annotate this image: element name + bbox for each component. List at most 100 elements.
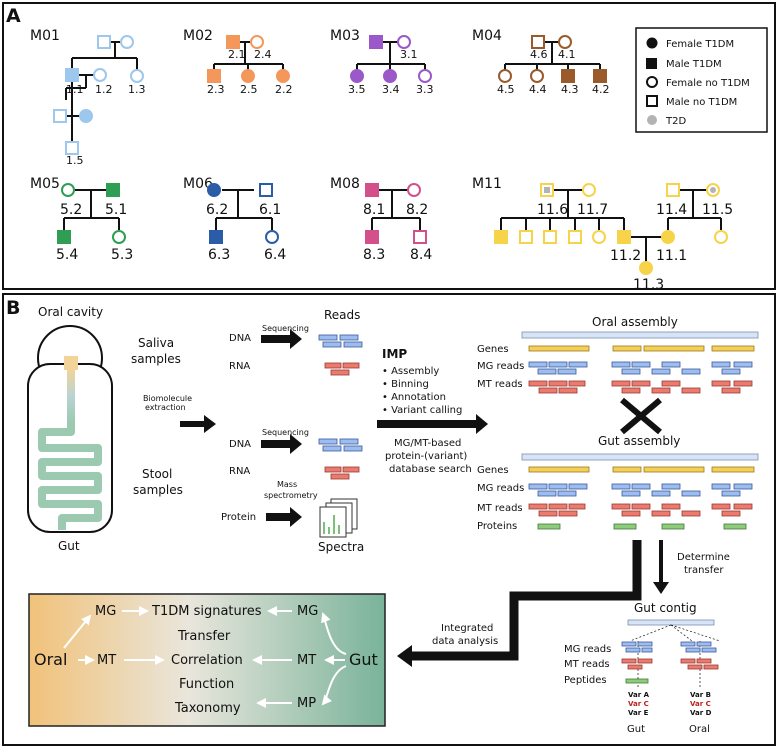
pedigree-m11: [500, 189, 722, 262]
imp-arrow: [377, 414, 488, 434]
contig-oral-label: Oral: [689, 724, 710, 735]
m02-label-2-3: 2.3: [207, 83, 225, 96]
analysis-mt-left: MT: [97, 653, 116, 668]
mass-spec-label-1: Mass: [277, 480, 297, 489]
gut-label: Gut: [58, 539, 80, 553]
m11-female-t1dm-11-1: [661, 230, 675, 244]
extraction-arrow: [180, 415, 216, 433]
family-m08-title: M08: [330, 176, 360, 192]
m01-female-no-t1dm-1-2: [93, 68, 107, 82]
gut-mt-reads-label: MT reads: [477, 503, 523, 514]
analysis-mg-left: MG: [95, 604, 116, 619]
analysis-item-t1dm-signatures: T1DM signatures: [151, 604, 262, 619]
var-oral-c: Var C: [690, 700, 711, 708]
imp-step-annotation: • Annotation: [382, 392, 446, 403]
oral-cavity-box: [64, 356, 78, 370]
m08-male-t1dm-8-1: [365, 183, 379, 197]
contig-gut-label: Gut: [627, 724, 645, 735]
analysis-oral: Oral: [34, 650, 67, 669]
m11-child-male-t1dm: [494, 230, 508, 244]
db-search-2: protein-(variant): [385, 451, 467, 462]
db-search-3: database search: [389, 464, 472, 475]
m04-label-4-1: 4.1: [558, 48, 576, 61]
family-m01-title: M01: [30, 28, 60, 44]
m04-female-no-t1dm-4-5: [498, 69, 512, 83]
imp-title: IMP: [382, 347, 407, 361]
legend-male-t1dm-icon: [646, 58, 657, 69]
pedigree-m01: [64, 41, 138, 146]
family-m02-title: M02: [183, 28, 213, 44]
m03-female-t1dm-3-5: [350, 69, 364, 83]
legend-female-no-t1dm-icon: [646, 76, 658, 88]
m06-label-6-1: 6.1: [259, 202, 281, 218]
spectra-icon: [319, 498, 358, 538]
mass-spec-label-2: spectrometry: [264, 491, 318, 500]
contig-mg-reads-label: MG reads: [564, 644, 611, 655]
m08-label-8-1: 8.1: [363, 202, 385, 218]
contig-fan-lines: [629, 624, 721, 688]
reads-title: Reads: [324, 308, 360, 322]
oral-mg-reads: [528, 361, 753, 375]
m06-male-no-t1dm-6-1: [259, 183, 273, 197]
m04-label-4-6: 4.6: [530, 48, 548, 61]
m11-label-11-1: 11.1: [656, 248, 687, 264]
m11-child-female-no-t1dm: [592, 230, 606, 244]
intestine: [38, 422, 102, 530]
m05-male-t1dm-5-4: [57, 230, 71, 244]
db-search-1: MG/MT-based: [394, 438, 461, 449]
saliva-rna-label: RNA: [229, 361, 250, 372]
family-m03-title: M03: [330, 28, 360, 44]
m04-male-t1dm-4-3: [561, 69, 575, 83]
m04-male-t1dm-4-2: [593, 69, 607, 83]
legend-male-t1dm: Male T1DM: [666, 59, 722, 70]
stool-dna-reads: [318, 438, 363, 452]
analysis-mg-right: MG: [297, 604, 318, 619]
analysis-item-function: Function: [179, 677, 234, 692]
m03-label-3-4: 3.4: [382, 83, 400, 96]
m04-label-4-2: 4.2: [592, 83, 610, 96]
legend-female-t1dm-icon: [646, 37, 658, 49]
m04-female-no-t1dm-4-1: [558, 35, 572, 49]
oral-genes-label: Genes: [477, 344, 509, 355]
m02-male-t1dm-2-3: [207, 69, 221, 83]
m08-label-8-4: 8.4: [410, 247, 432, 263]
m04-female-no-t1dm-4-4: [530, 69, 544, 83]
m04-label-4-4: 4.4: [529, 83, 547, 96]
analysis-arrows: [63, 606, 347, 708]
m06-female-t1dm-6-2: [207, 183, 221, 197]
m04-label-4-3: 4.3: [561, 83, 579, 96]
m06-female-no-t1dm-6-4: [265, 230, 279, 244]
pedigree-m08: [371, 189, 421, 230]
stool-rna-reads: [324, 466, 360, 480]
m03-label-3-1: 3.1: [400, 48, 418, 61]
m11-child-male-no-t1dm-2: [543, 230, 557, 244]
gut-assembly-bar: [521, 453, 759, 461]
m08-male-t1dm-8-3: [365, 230, 379, 244]
m02-female-no-t1dm-2-4: [250, 35, 264, 49]
stool-protein-label: Protein: [221, 512, 256, 523]
imp-step-variant-calling: • Variant calling: [382, 405, 462, 416]
gut-mg-reads-label: MG reads: [477, 483, 524, 494]
analysis-item-transfer: Transfer: [177, 629, 231, 644]
stool-sequencing-arrow: [261, 434, 302, 454]
m05-male-t1dm-5-1: [106, 183, 120, 197]
m11-label-11-6: 11.6: [537, 202, 568, 218]
m01-label-1-1: 1.1: [66, 83, 84, 96]
saliva-rna-reads: [324, 362, 360, 376]
gut-contig-bar: [627, 619, 715, 626]
var-oral-b: Var B: [690, 691, 711, 699]
m05-label-5-1: 5.1: [105, 202, 127, 218]
gut-mg-reads: [528, 483, 753, 497]
m03-female-no-t1dm-3-1: [397, 35, 411, 49]
body-figure: Oral cavity Gut: [27, 305, 113, 553]
analysis-item-taxonomy: Taxonomy: [174, 701, 241, 716]
m01-male-no-t1dm-top: [97, 35, 111, 49]
saliva-label-1: Saliva: [138, 336, 174, 350]
m02-male-t1dm-2-1: [226, 35, 240, 49]
flow-arrowhead: [397, 645, 412, 667]
m11-label-11-5: 11.5: [702, 202, 733, 218]
oral-cavity-label: Oral cavity: [38, 305, 103, 319]
m08-label-8-2: 8.2: [406, 202, 428, 218]
panel-a-label: A: [6, 5, 21, 27]
